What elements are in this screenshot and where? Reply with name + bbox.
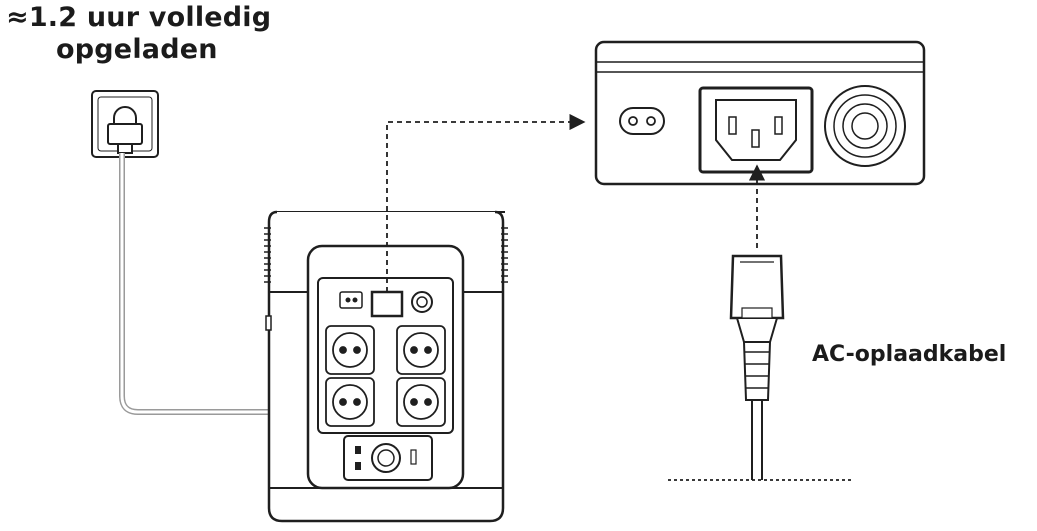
wall-outlet-icon: [91, 90, 159, 158]
title-line-1: ≈1.2 uur volledig: [6, 2, 272, 33]
input-pointer-arrow: [386, 113, 586, 292]
ac-charging-cable-icon: [729, 254, 785, 480]
power-station-icon: [264, 210, 508, 523]
title-line-2: opgeladen: [56, 34, 218, 65]
ac-input-panel-icon: [594, 40, 926, 186]
wall-cable: [119, 153, 384, 415]
cable-label: AC-oplaadkabel: [812, 342, 1007, 367]
